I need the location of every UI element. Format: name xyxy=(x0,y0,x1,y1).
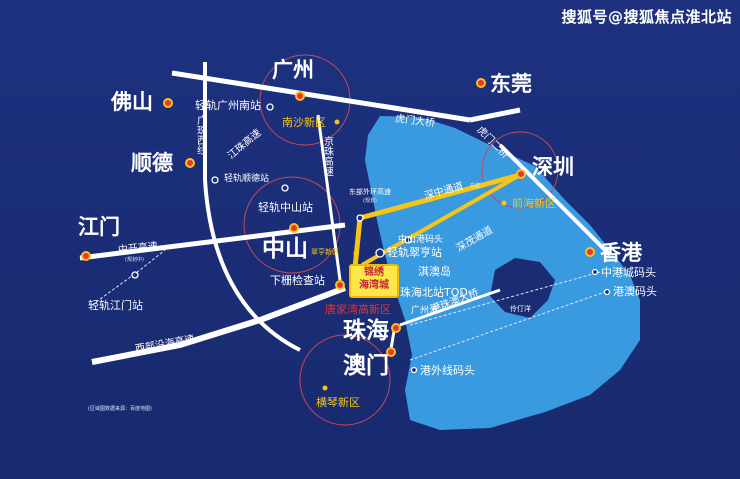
city-dot-jiangmen xyxy=(81,251,91,261)
zone-tangjia[interactable]: 唐家湾高新区 xyxy=(325,303,391,316)
station-cuiheng[interactable]: 轻轨翠亨站 xyxy=(387,246,442,259)
station-gangao-pier[interactable]: 港澳码头 xyxy=(613,285,657,298)
station-jiangmen[interactable]: 轻轨江门站 xyxy=(88,299,143,312)
station-zhongshan[interactable]: 轻轨中山站 xyxy=(258,201,313,214)
road-label-guangzhu: 广珠西线 xyxy=(197,116,207,157)
city-zhuhai[interactable]: 珠海 xyxy=(343,318,389,344)
station-shunde[interactable]: 轻轨顺德站 xyxy=(224,174,270,184)
stn-ring-jm xyxy=(131,271,139,279)
city-xianggang[interactable]: 香港 xyxy=(600,241,642,265)
city-zhongshan[interactable]: 中山 xyxy=(262,236,308,262)
pier-line-2 xyxy=(409,291,606,361)
stn-ring-cuiheng xyxy=(375,248,385,258)
road-jingzhu xyxy=(316,114,342,281)
stn-ring-zs xyxy=(281,184,289,192)
city-dongguan[interactable]: 东莞 xyxy=(490,72,532,96)
road-label-jingzhu: 京珠高速 xyxy=(324,137,334,178)
zone-dot-nansha xyxy=(334,119,340,125)
zone-hengqin[interactable]: 横琴新区 xyxy=(316,396,360,409)
road-coast-right xyxy=(498,143,612,257)
road-gzao xyxy=(399,288,501,327)
road-label-shenzhong-tag: 在建 xyxy=(470,183,481,189)
stn-ring-gznan xyxy=(266,103,274,111)
road-east-ring xyxy=(352,217,363,269)
city-dot-zhuhai xyxy=(391,323,401,333)
road-shenzhong xyxy=(359,172,521,221)
road-label-east-ring-sub: (规划) xyxy=(363,198,377,204)
zone-dot-hengqin xyxy=(322,385,328,391)
station-guangzhou-south[interactable]: 轻轨广州南站 xyxy=(195,99,261,112)
city-dot-shunde xyxy=(185,158,195,168)
project-marker[interactable]: 锦绣 海湾城 xyxy=(349,264,399,298)
road-label-east-ring: 东部外环高速 xyxy=(349,188,391,196)
pier-line-1 xyxy=(409,271,601,326)
stn-ring-east xyxy=(356,214,364,222)
halo-aomen xyxy=(299,334,391,426)
hongkong-island xyxy=(490,258,555,318)
stn-ring-shunde xyxy=(211,176,219,184)
station-zhonggang-pier[interactable]: 中港城码头 xyxy=(601,266,656,279)
watermark: 搜狐号@搜狐焦点淮北站 xyxy=(561,8,732,26)
station-xiazha[interactable]: 下栅检查站 xyxy=(270,274,325,287)
project-line2: 海湾城 xyxy=(359,280,389,291)
road-west-coast xyxy=(91,285,347,365)
road-guangzhu-curve xyxy=(203,179,301,352)
project-line1: 锦绣 xyxy=(364,267,384,278)
stn-ring-zsport xyxy=(404,236,412,244)
station-zhuhai-north-tod[interactable]: 珠海北站TOD xyxy=(400,286,468,299)
city-dot-guangzhou xyxy=(295,91,305,101)
city-guangzhou[interactable]: 广州 xyxy=(272,58,314,82)
city-dot-dongguan xyxy=(476,78,486,88)
halo-shenzhen xyxy=(481,131,559,209)
source-note: (区域图数据来源：百度地图) xyxy=(88,406,152,412)
jiangmen-dashed xyxy=(91,249,166,306)
zone-dot-cuiheng xyxy=(353,250,359,256)
place-lingding: 伶仃洋 xyxy=(510,305,531,313)
city-dot-foshan xyxy=(163,98,173,108)
stn-ring-gangao xyxy=(603,288,611,296)
road-zhongkai xyxy=(79,222,346,261)
zone-dot-qianhai xyxy=(501,200,507,206)
city-jiangmen[interactable]: 江门 xyxy=(78,215,120,239)
city-dot-shenzhen xyxy=(516,169,526,179)
city-shenzhen[interactable]: 深圳 xyxy=(532,155,574,179)
stn-ring-gangwai xyxy=(410,366,418,374)
city-dot-xianggang xyxy=(585,247,595,257)
road-humen xyxy=(171,70,471,123)
road-humen-east xyxy=(469,107,521,123)
city-dot-zhongshan xyxy=(289,223,299,233)
station-guangzhou-port[interactable]: 广州港 xyxy=(411,306,439,316)
zone-cuiheng[interactable]: 翠亨新区 xyxy=(311,248,339,256)
city-aomen[interactable]: 澳门 xyxy=(343,353,389,379)
road-shenmao xyxy=(361,173,521,267)
road-label-planning: (规划中) xyxy=(125,257,144,263)
station-zhongshan-port[interactable]: 中山港码头 xyxy=(398,235,444,245)
station-gangwai-pier[interactable]: 港外线码头 xyxy=(420,364,475,377)
place-qiao: 淇澳岛 xyxy=(418,265,451,278)
stn-ring-zhonggang xyxy=(591,268,599,276)
zone-nansha[interactable]: 南沙新区 xyxy=(282,116,326,129)
city-shunde[interactable]: 顺德 xyxy=(131,151,173,175)
city-dot-aomen xyxy=(386,347,396,357)
zone-qianhai[interactable]: 前海新区 xyxy=(512,197,556,210)
city-foshan[interactable]: 佛山 xyxy=(111,90,153,114)
city-dot-xiazha xyxy=(335,280,345,290)
